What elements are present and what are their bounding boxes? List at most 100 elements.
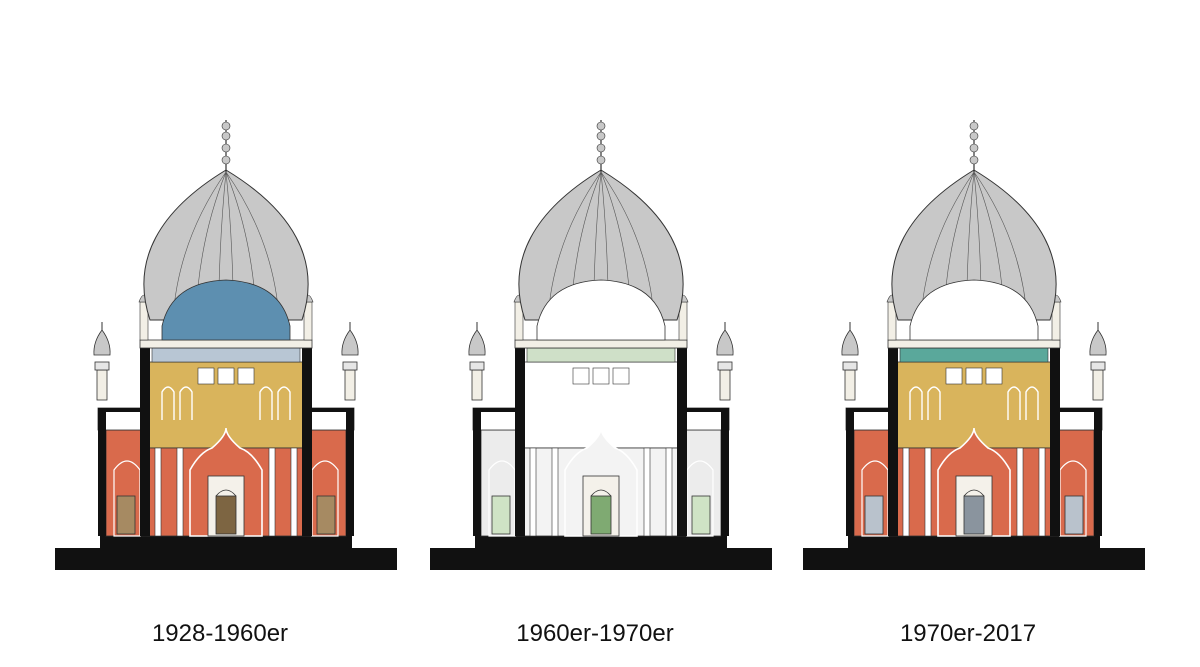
calligraphy-frieze [526,347,676,363]
caption-1970-2017: 1970er-2017 [899,620,1037,647]
drum-cornice [514,339,688,349]
right-inner-column [302,346,312,536]
spire-bead-1 [969,143,979,153]
spire-bead-1 [221,143,231,153]
upper-niche-1 [179,386,193,420]
lattice-screen-0 [572,367,590,385]
right-wing-roof [673,408,729,412]
central-door [963,495,985,535]
pilaster-2 [1016,447,1024,537]
central-door [215,495,237,535]
right-door [691,495,711,535]
spire-bead-3 [596,121,606,131]
inner-dome [536,279,666,341]
left-wing-arch [113,460,141,537]
pilaster-0 [902,447,910,537]
right-door [316,495,336,535]
left-minaret-cap [468,329,486,356]
spire-bead-2 [596,131,606,141]
spire-bead-3 [221,121,231,131]
left-outer-wall [846,412,854,536]
right-wing-arch [686,460,714,537]
right-minaret-shaft [1092,369,1104,401]
left-door [116,495,136,535]
ground-slab [803,548,1145,570]
left-outer-wall [473,412,481,536]
caption-1960-1970: 1960er-1970er [516,620,674,647]
left-inner-column [888,346,898,536]
spire-bead-2 [221,131,231,141]
upper-niche-2 [634,386,648,420]
left-minaret-cap [93,329,111,356]
right-wing-arch [1059,460,1087,537]
upper-niche-2 [1007,386,1021,420]
left-outer-wall [98,412,106,536]
pilaster-3 [290,447,298,537]
upper-niche-0 [909,386,923,420]
drum-cornice [887,339,1061,349]
left-wing-roof [846,408,902,412]
spire-bead-0 [221,155,231,165]
pilaster-3 [665,447,673,537]
left-minaret-shaft [471,369,483,401]
left-inner-column [140,346,150,536]
lattice-screen-0 [945,367,963,385]
calligraphy-frieze [151,347,301,363]
lattice-screen-1 [217,367,235,385]
left-door [491,495,511,535]
pilaster-2 [643,447,651,537]
ground-slab [430,548,772,570]
drum-cornice [139,339,313,349]
lattice-screen-1 [965,367,983,385]
left-wing-roof [98,408,154,412]
right-minaret-balcony [717,361,733,371]
right-minaret-shaft [719,369,731,401]
upper-niche-3 [277,386,291,420]
upper-niche-0 [161,386,175,420]
right-inner-column [677,346,687,536]
upper-niche-3 [652,386,666,420]
pilaster-1 [924,447,932,537]
panel-1928-1960: 1928-1960er [40,0,400,667]
left-wing-arch [861,460,889,537]
left-wing-roof [473,408,529,412]
upper-niche-1 [927,386,941,420]
right-minaret-cap [716,329,734,356]
right-minaret-cap [1089,329,1107,356]
right-outer-wall [721,412,729,536]
central-door-arch [590,489,612,497]
right-outer-wall [1094,412,1102,536]
right-wing-arch [311,460,339,537]
left-minaret-shaft [844,369,856,401]
spire-bead-0 [969,155,979,165]
left-minaret-balcony [842,361,858,371]
right-inner-column [1050,346,1060,536]
lattice-screen-0 [197,367,215,385]
pilaster-2 [268,447,276,537]
spire-bead-3 [969,121,979,131]
left-door [864,495,884,535]
mosque-section-3 [803,120,1145,570]
ground-slab [55,548,397,570]
lattice-screen-2 [237,367,255,385]
base-plinth [848,536,1100,550]
lattice-screen-2 [612,367,630,385]
upper-niche-3 [1025,386,1039,420]
central-door-arch [215,489,237,497]
left-minaret-cap [841,329,859,356]
inner-dome [161,279,291,341]
right-minaret-cap [341,329,359,356]
upper-niche-0 [536,386,550,420]
lattice-screen-2 [985,367,1003,385]
mosque-section-2 [430,120,772,570]
calligraphy-frieze [899,347,1049,363]
pilaster-0 [154,447,162,537]
left-wing-arch [488,460,516,537]
left-minaret-balcony [469,361,485,371]
mosque-section-1 [55,120,397,570]
spire-bead-1 [596,143,606,153]
right-wing-roof [298,408,354,412]
central-door-arch [963,489,985,497]
spire-bead-0 [596,155,606,165]
central-door [590,495,612,535]
